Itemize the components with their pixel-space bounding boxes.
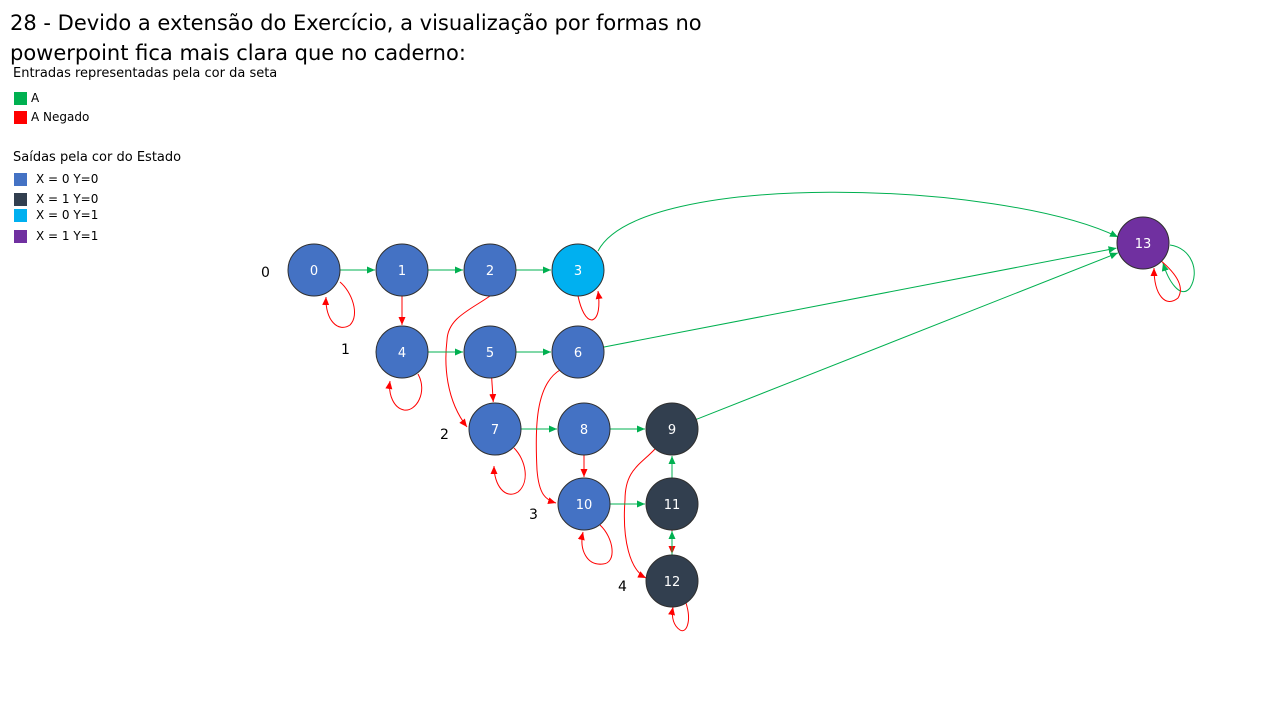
state-node-9: 9 — [645, 402, 699, 456]
page-title: 28 - Devido a extensão do Exercício, a v… — [10, 11, 702, 65]
state-circle-13 — [1116, 216, 1170, 270]
state-node-2: 2 — [463, 243, 517, 297]
state-label-11: 11 — [664, 498, 681, 513]
transition-10-to-10-a-negado — [577, 524, 613, 565]
state-label-7: 7 — [491, 423, 499, 438]
state-label-3: 3 — [574, 264, 582, 279]
state-label-0: 0 — [310, 264, 318, 279]
state-node-5: 5 — [463, 325, 517, 379]
state-circle-11 — [645, 477, 699, 531]
row-labels: 0 1 2 3 4 — [261, 265, 627, 595]
transition-13-to-13-a — [1161, 244, 1195, 293]
state-label-4: 4 — [398, 346, 406, 361]
row-label-2: 2 — [440, 427, 449, 443]
state-node-8: 8 — [557, 402, 611, 456]
state-label-6: 6 — [574, 346, 582, 361]
state-label-10: 10 — [576, 498, 593, 513]
state-circle-10 — [557, 477, 611, 531]
state-node-6: 6 — [551, 325, 605, 379]
legend-swatch-x1y0 — [14, 192, 27, 206]
legend-item-x1y1: X = 1 Y=1 — [14, 229, 98, 243]
state-label-1: 1 — [398, 264, 406, 279]
inputs-legend-heading: Entradas representadas pela cor da seta — [13, 66, 278, 81]
legend-swatch-x1y1 — [14, 229, 27, 243]
legend-item-a-negado: A Negado — [14, 110, 89, 124]
transition-6-to-13-a — [603, 246, 1117, 348]
state-node-7: 7 — [468, 402, 522, 456]
legend-item-a: A — [14, 91, 39, 105]
state-node-12: 12 — [645, 554, 699, 608]
legend-label-a-negado: A Negado — [31, 110, 90, 124]
state-circle-8 — [557, 402, 611, 456]
legend-label-x0y0: X = 0 Y=0 — [36, 172, 99, 186]
row-label-3: 3 — [529, 507, 538, 523]
legend-swatch-a-negado — [14, 110, 27, 124]
state-node-3: 3 — [551, 243, 605, 297]
state-circle-1 — [375, 243, 429, 297]
state-label-2: 2 — [486, 264, 494, 279]
state-label-12: 12 — [664, 575, 681, 590]
transition-5-to-7-a-negado — [489, 377, 497, 403]
state-circle-2 — [463, 243, 517, 297]
legend-swatch-x0y0 — [14, 172, 27, 186]
legend-item-x0y0: X = 0 Y=0 — [14, 172, 98, 186]
legend-label-x0y1: X = 0 Y=1 — [36, 208, 99, 222]
transition-3-to-13-a — [597, 191, 1119, 252]
legend-swatch-x0y1 — [14, 208, 27, 222]
transition-9-to-12-a-negado — [623, 448, 656, 579]
state-circle-7 — [468, 402, 522, 456]
state-circle-9 — [645, 402, 699, 456]
legend-swatch-a — [14, 91, 27, 105]
state-node-13: 13 — [1116, 216, 1170, 270]
state-node-1: 1 — [375, 243, 429, 297]
state-circle-12 — [645, 554, 699, 608]
state-circle-6 — [551, 325, 605, 379]
state-circle-3 — [551, 243, 605, 297]
transition-9-to-13-a — [695, 252, 1119, 420]
transition-3-to-3-a-negado — [577, 290, 603, 321]
legend-label-a: A — [31, 91, 40, 105]
state-node-0: 0 — [287, 243, 341, 297]
transition-6-to-10-a-negado — [535, 369, 561, 505]
state-label-8: 8 — [580, 423, 588, 438]
transition-0-to-0-a-negado — [322, 281, 355, 328]
row-label-0: 0 — [261, 265, 270, 281]
legend-item-x1y0: X = 1 Y=0 — [14, 192, 98, 206]
transition-arrows — [322, 191, 1195, 632]
state-node-10: 10 — [557, 477, 611, 531]
transition-2-to-7-a-negado — [445, 295, 491, 428]
transition-12-to-12-a-negado — [668, 602, 689, 632]
state-node-11: 11 — [645, 477, 699, 531]
outputs-legend-heading: Saídas pela cor do Estado — [13, 150, 182, 165]
state-label-5: 5 — [486, 346, 494, 361]
transition-4-to-4-a-negado — [385, 373, 423, 411]
state-label-13: 13 — [1135, 237, 1152, 252]
row-label-1: 1 — [341, 342, 350, 358]
legend-label-x1y1: X = 1 Y=1 — [36, 229, 99, 243]
row-label-4: 4 — [618, 579, 627, 595]
transition-13-to-13-a-negado — [1150, 259, 1181, 302]
state-circle-5 — [463, 325, 517, 379]
legend-label-x1y0: X = 1 Y=0 — [36, 192, 99, 206]
state-circle-0 — [287, 243, 341, 297]
state-label-9: 9 — [668, 423, 676, 438]
state-node-4: 4 — [375, 325, 429, 379]
transition-7-to-7-a-negado — [490, 447, 526, 495]
state-circle-4 — [375, 325, 429, 379]
legend-item-x0y1: X = 0 Y=1 — [14, 208, 98, 222]
